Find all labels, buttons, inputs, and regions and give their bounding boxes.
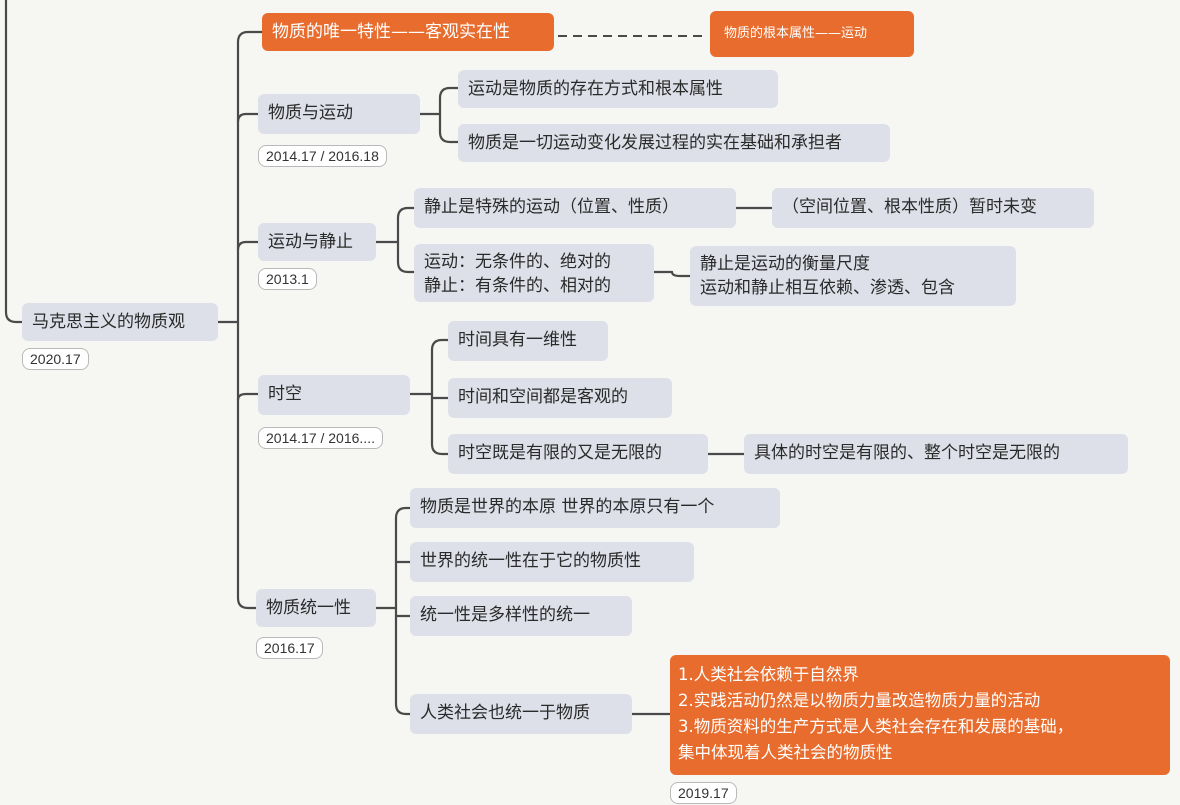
root-label: 马克思主义的物质观 xyxy=(32,312,185,332)
unity-item-1[interactable]: 物质是世界的本原 世界的本原只有一个 xyxy=(410,488,780,528)
spacetime-exam-tag: 2014.17 / 2016.... xyxy=(258,427,383,449)
spacetime-item-3-detail-label: 具体的时空是有限的、整个时空是无限的 xyxy=(754,443,1060,463)
unity-item-2-label: 世界的统一性在于它的物质性 xyxy=(420,551,641,571)
stillness-item-2-detail-line-1: 静止是运动的衡量尺度 xyxy=(700,254,870,274)
unity-item-1-label: 物质是世界的本原 世界的本原只有一个 xyxy=(420,497,715,517)
top-node[interactable]: 物质的唯一特性——客观实在性 xyxy=(262,13,554,51)
unity-item-4-detail-line-1: 1.人类社会依赖于自然界 xyxy=(678,665,859,684)
unity-item-4[interactable]: 人类社会也统一于物质 xyxy=(410,694,632,734)
stillness-item-2[interactable]: 运动：无条件的、绝对的 静止：有条件的、相对的 xyxy=(414,244,654,302)
unity-item-4-label: 人类社会也统一于物质 xyxy=(420,703,590,723)
spacetime-item-2-label: 时间和空间都是客观的 xyxy=(458,387,628,407)
spacetime-node[interactable]: 时空 xyxy=(258,375,410,415)
root-exam-tag: 2020.17 xyxy=(22,348,89,370)
stillness-label: 运动与静止 xyxy=(268,232,353,252)
stillness-exam-tag: 2013.1 xyxy=(258,268,317,290)
motion-item-1[interactable]: 运动是物质的存在方式和根本属性 xyxy=(458,70,778,108)
top-related-node[interactable]: 物质的根本属性——运动 xyxy=(710,11,914,57)
unity-node[interactable]: 物质统一性 xyxy=(256,589,376,627)
stillness-item-1-detail-label: （空间位置、根本性质）暂时未变 xyxy=(782,197,1037,217)
motion-item-1-label: 运动是物质的存在方式和根本属性 xyxy=(468,79,723,99)
unity-item-4-detail-line-3: 3.物质资料的生产方式是人类社会存在和发展的基础， xyxy=(678,717,1074,736)
unity-item-3[interactable]: 统一性是多样性的统一 xyxy=(410,596,632,636)
stillness-item-1[interactable]: 静止是特殊的运动（位置、性质） xyxy=(414,188,736,228)
spacetime-item-3-label: 时空既是有限的又是无限的 xyxy=(458,443,662,463)
stillness-item-1-label: 静止是特殊的运动（位置、性质） xyxy=(424,197,679,217)
stillness-item-2-detail-line-2: 运动和静止相互依赖、渗透、包含 xyxy=(700,278,955,298)
stillness-item-1-detail[interactable]: （空间位置、根本性质）暂时未变 xyxy=(772,188,1094,228)
unity-item-4-detail-line-4: 集中体现着人类社会的物质性 xyxy=(678,743,893,762)
unity-item-3-label: 统一性是多样性的统一 xyxy=(420,605,590,625)
stillness-item-2-detail[interactable]: 静止是运动的衡量尺度 运动和静止相互依赖、渗透、包含 xyxy=(690,246,1016,306)
unity-item-4-detail[interactable]: 1.人类社会依赖于自然界 2.实践活动仍然是以物质力量改造物质力量的活动 3.物… xyxy=(670,655,1170,775)
spacetime-item-1-label: 时间具有一维性 xyxy=(458,330,577,350)
top-label: 物质的唯一特性——客观实在性 xyxy=(272,22,510,42)
unity-item-4-detail-exam-tag: 2019.17 xyxy=(670,782,737,804)
unity-item-4-detail-line-2: 2.实践活动仍然是以物质力量改造物质力量的活动 xyxy=(678,691,1041,710)
spacetime-item-2[interactable]: 时间和空间都是客观的 xyxy=(448,378,672,418)
unity-exam-tag: 2016.17 xyxy=(256,637,323,659)
spacetime-item-3-detail[interactable]: 具体的时空是有限的、整个时空是无限的 xyxy=(744,434,1128,474)
stillness-item-2-line-1: 运动：无条件的、绝对的 xyxy=(424,252,611,272)
unity-label: 物质统一性 xyxy=(266,598,351,618)
spacetime-item-1[interactable]: 时间具有一维性 xyxy=(448,321,608,361)
top-related-label: 物质的根本属性——运动 xyxy=(724,26,868,41)
spacetime-label: 时空 xyxy=(268,384,302,404)
unity-item-2[interactable]: 世界的统一性在于它的物质性 xyxy=(410,542,694,582)
root-node[interactable]: 马克思主义的物质观 xyxy=(22,303,218,341)
motion-item-2[interactable]: 物质是一切运动变化发展过程的实在基础和承担者 xyxy=(458,124,890,162)
spacetime-item-3[interactable]: 时空既是有限的又是无限的 xyxy=(448,434,708,474)
stillness-node[interactable]: 运动与静止 xyxy=(258,223,376,261)
motion-exam-tag: 2014.17 / 2016.18 xyxy=(258,145,387,167)
motion-item-2-label: 物质是一切运动变化发展过程的实在基础和承担者 xyxy=(468,133,842,153)
motion-label: 物质与运动 xyxy=(268,103,353,123)
motion-node[interactable]: 物质与运动 xyxy=(258,94,420,134)
stillness-item-2-line-2: 静止：有条件的、相对的 xyxy=(424,276,611,296)
